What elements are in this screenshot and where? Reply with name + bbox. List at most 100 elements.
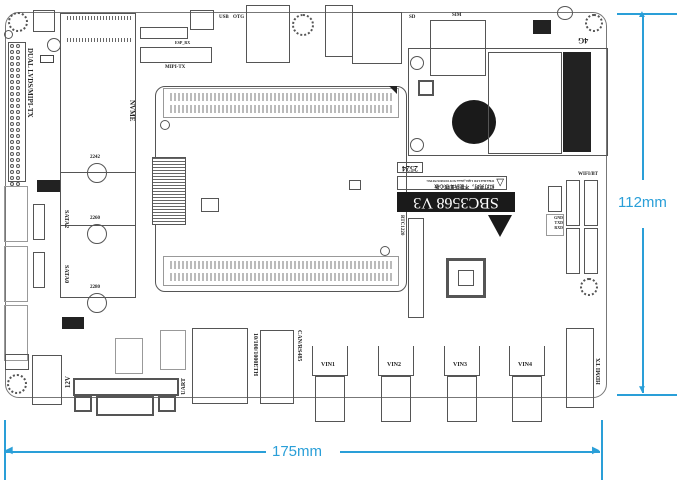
txd-label: TXD xyxy=(554,220,563,225)
rs232-transceiver-1 xyxy=(115,338,143,374)
sd-card-slot xyxy=(352,12,402,64)
qfp-processor xyxy=(446,258,486,298)
buzzer xyxy=(533,20,551,34)
sata2-power-connector xyxy=(4,186,28,242)
height-arrow-down-icon: ▼ xyxy=(637,384,647,395)
sd-label: SD xyxy=(409,15,416,20)
mini-pcie-standoff-bottom xyxy=(410,138,424,152)
height-dim-line-top xyxy=(642,14,644,180)
uart-db9-connector xyxy=(73,378,179,396)
mipi-tx-header xyxy=(140,47,212,63)
ethernet-label: 10/100/1000ETH xyxy=(252,333,258,377)
ffc-connector xyxy=(152,157,186,225)
can-rs485-terminal xyxy=(260,330,294,404)
lvds-mipi-label: DUAL LVDS/MIPI-TX xyxy=(26,48,34,118)
mini-pcie-4g-area xyxy=(408,48,608,156)
date-code-box: 2524 xyxy=(397,162,423,173)
m2-connector-bottom xyxy=(65,38,131,42)
vin2-bnc: VIN2 xyxy=(378,346,414,426)
qfn-chip xyxy=(418,80,434,96)
height-dim-top-tick xyxy=(617,13,677,15)
rxd-label: RXD xyxy=(554,225,563,230)
usb-otg-port xyxy=(190,10,214,30)
audio-jack xyxy=(325,5,353,57)
core-hole-top-left xyxy=(160,120,170,130)
sata0-label: SATA0 xyxy=(63,265,69,284)
m2-2280-label: 2280 xyxy=(90,285,100,290)
width-dim-line-left xyxy=(6,451,266,453)
esp-rx-label: ESP_RX xyxy=(175,40,191,45)
button-reset xyxy=(33,10,55,32)
mounting-hole-top-mid xyxy=(292,14,314,36)
core-corner-marker xyxy=(389,86,397,94)
vin1-bnc: VIN1 xyxy=(312,346,348,426)
sim-label: SIM xyxy=(452,13,462,18)
m2-standoff-2260 xyxy=(87,224,107,244)
height-dim-line-bottom xyxy=(642,228,644,393)
4g-label: 4G xyxy=(578,36,589,45)
mini-pcie-standoff-top xyxy=(410,56,424,70)
hdmi-label: HDMI TX xyxy=(596,358,602,385)
mounting-hole-top-right xyxy=(585,14,603,32)
usb-dual-port xyxy=(246,5,290,63)
core-connector-bottom xyxy=(163,256,399,286)
vin1-label: VIN1 xyxy=(321,362,336,368)
vin3-label: VIN3 xyxy=(453,362,468,368)
mounting-hole-right xyxy=(580,278,598,296)
warning-text-cn: 红灯亮时，不能拆卸核心板 xyxy=(434,183,495,188)
smd-cluster xyxy=(40,55,54,63)
wifi-bt-connector-1 xyxy=(566,180,580,226)
lvds-mipi-header xyxy=(8,42,26,186)
vin4-bnc: VIN4 xyxy=(509,346,545,426)
width-dim-left-tick xyxy=(4,420,6,480)
inductor xyxy=(37,180,61,192)
wifi-bt-connector-4 xyxy=(584,228,598,274)
can-rs485-label: CAN/RS485 xyxy=(296,330,302,362)
m2-standoff-2242 xyxy=(87,163,107,183)
inductor-pair xyxy=(62,317,84,329)
board-outline xyxy=(5,12,607,398)
rs232-transceiver-2 xyxy=(160,330,186,370)
led-top-right xyxy=(557,6,573,20)
uart-db9-shell xyxy=(96,396,154,416)
wifi-bt-label: WIFI/BT xyxy=(578,172,599,177)
width-dim-line-right xyxy=(340,451,600,453)
uart-label: UART xyxy=(181,378,187,395)
date-code: 2524 xyxy=(402,164,418,173)
model-label-box: SBC3568 V3 xyxy=(397,192,515,212)
warning-triangle-icon: △ xyxy=(496,177,504,189)
ethernet-rj45 xyxy=(192,328,248,404)
vin3-bnc: VIN3 xyxy=(444,346,480,426)
12v-label: 12V xyxy=(64,376,72,389)
m2-2260-label: 2260 xyxy=(90,216,100,221)
model-label: SBC3568 V3 xyxy=(413,194,499,211)
ic-chip-right xyxy=(349,180,361,190)
sata2-connector xyxy=(33,204,45,240)
mini-pcie-slot xyxy=(563,52,591,152)
width-dim-right-tick xyxy=(601,420,603,480)
gpio-header xyxy=(408,218,424,318)
m2-connector-top xyxy=(65,16,131,20)
usb-label: USB xyxy=(219,15,229,20)
nvme-label: NVME xyxy=(128,100,136,122)
warning-text-en: When Red LED Light, please NOT DISMOUNTI… xyxy=(426,179,495,183)
warning-box: △ 红灯亮时，不能拆卸核心板 When Red LED Light, pleas… xyxy=(397,176,507,190)
height-dim-bottom-tick xyxy=(617,394,677,396)
led-top-left xyxy=(4,30,13,39)
wifi-bt-connector-2 xyxy=(584,180,598,226)
height-arrow-up-icon: ▲ xyxy=(637,9,647,20)
esp-rx-header xyxy=(140,27,188,39)
otg-label: OTG xyxy=(233,15,245,20)
core-connector-top xyxy=(163,88,399,118)
vin2-label: VIN2 xyxy=(387,362,402,368)
height-dim-label: 112mm xyxy=(618,194,667,211)
uart-db9-leg-left xyxy=(74,396,92,412)
core-hole-bottom-right xyxy=(380,246,390,256)
m2-standoff-2280 xyxy=(87,293,107,313)
dc-power-jack xyxy=(32,355,62,405)
sata0-connector xyxy=(33,252,45,288)
debug-uart-box: GND TXD RXD xyxy=(546,214,564,236)
m2-2242-label: 2242 xyxy=(90,155,100,160)
width-dim-label: 175mm xyxy=(272,443,323,460)
mipi-tx-label: MIPI-TX xyxy=(165,65,186,70)
